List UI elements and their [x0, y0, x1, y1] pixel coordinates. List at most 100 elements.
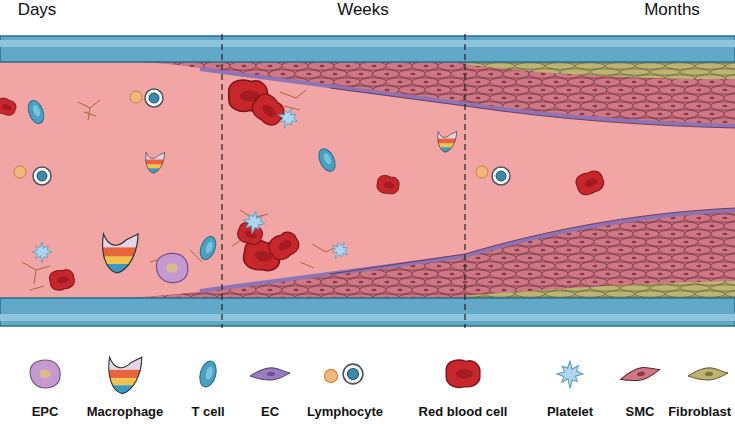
smc-cell [308, 238, 335, 246]
fibroblast-cell [485, 159, 515, 165]
smc-nucleus [645, 201, 650, 204]
smc-cell [555, 134, 582, 142]
smc-nucleus [242, 273, 247, 276]
fibroblast-cell [680, 177, 710, 183]
smc-nucleus [385, 153, 390, 156]
smc-cell [581, 262, 608, 270]
smc-nucleus [229, 249, 234, 252]
smc-nucleus [619, 137, 624, 140]
smc-cell [191, 118, 218, 126]
smc-nucleus [164, 145, 169, 148]
smc-nucleus [645, 153, 650, 156]
smc-nucleus [424, 81, 429, 84]
smc-cell [386, 254, 413, 262]
smc-nucleus [580, 81, 585, 84]
smc-cell [698, 110, 725, 118]
smc-cell [347, 182, 374, 190]
smc-cell [516, 174, 543, 182]
smc-cell [321, 102, 348, 110]
fibroblast-cell [650, 93, 680, 99]
smc-nucleus [502, 81, 507, 84]
smc-nucleus [515, 281, 520, 284]
fibroblast-cell [485, 219, 515, 225]
smc-cell [425, 118, 452, 126]
fibroblast-cell [590, 141, 620, 147]
smc-cell [516, 142, 543, 150]
smc-nucleus [346, 209, 351, 212]
fibroblast-cell [695, 291, 725, 297]
smc-cell [607, 198, 634, 206]
smc-nucleus [411, 185, 416, 188]
fibroblast-cell [605, 207, 635, 213]
smc-nucleus [372, 225, 377, 228]
fibroblast-cell [650, 189, 680, 195]
smc-nucleus [125, 281, 130, 284]
smc-nucleus [151, 73, 156, 76]
smc-cell [724, 78, 735, 86]
smc-cell [347, 214, 374, 222]
smc-cell [477, 262, 504, 270]
smc-cell [451, 70, 478, 78]
smc-nucleus [684, 113, 689, 116]
fibroblast-cell [620, 249, 650, 255]
smc-cell [503, 150, 530, 158]
smc-cell [516, 78, 543, 86]
smc-cell [347, 70, 374, 78]
smc-cell [295, 134, 322, 142]
cell-body [0, 96, 18, 117]
smc-nucleus [242, 289, 247, 292]
smc-nucleus [684, 97, 689, 100]
smc-cell [685, 246, 712, 254]
smc-nucleus [385, 89, 390, 92]
smc-cell [295, 230, 322, 238]
smc-nucleus [723, 265, 728, 268]
smc-nucleus [619, 249, 624, 252]
smc-nucleus [346, 289, 351, 292]
smc-cell [321, 214, 348, 222]
smc-nucleus [138, 129, 143, 132]
smc-cell [438, 158, 465, 166]
smc-nucleus [710, 113, 715, 116]
smc-nucleus [333, 265, 338, 268]
smc-nucleus [203, 265, 208, 268]
smc-nucleus [645, 185, 650, 188]
smc-cell [165, 86, 192, 94]
smc-cell [555, 262, 582, 270]
smc-cell [529, 150, 556, 158]
smc-nucleus [437, 249, 442, 252]
red-blood-cell [248, 90, 288, 130]
smc-nucleus [372, 145, 377, 148]
smc-nucleus [229, 169, 234, 172]
smc-nucleus [489, 153, 494, 156]
fibroblast-cell [650, 69, 680, 75]
fibroblast-cell [485, 87, 515, 93]
smc-cell [555, 278, 582, 286]
smc-cell [113, 278, 140, 286]
smc-cell [568, 158, 595, 166]
smc-cell [594, 126, 621, 134]
smc-nucleus [554, 177, 559, 180]
smc-cell [360, 78, 387, 86]
fibroblast-cell [515, 159, 545, 165]
smc-nucleus [112, 65, 117, 68]
smc-nucleus [554, 97, 559, 100]
smc-nucleus [450, 225, 455, 228]
smc-nucleus [268, 209, 273, 212]
fibroblast-cell [635, 99, 665, 105]
smc-cell [282, 286, 309, 294]
smc-nucleus [346, 113, 351, 116]
smc-cell [464, 270, 491, 278]
smc-nucleus [190, 97, 195, 100]
smc-cell [620, 270, 647, 278]
smc-nucleus [437, 169, 442, 172]
smc-cell [568, 238, 595, 246]
smc-cell [165, 214, 192, 222]
smc-nucleus [489, 281, 494, 284]
fibroblast-cell [710, 141, 735, 147]
smc-cell [204, 126, 231, 134]
smc-cell [542, 126, 569, 134]
smc-cell [256, 142, 283, 150]
smc-cell [412, 78, 439, 86]
smc-cell [516, 206, 543, 214]
smc-nucleus [489, 217, 494, 220]
